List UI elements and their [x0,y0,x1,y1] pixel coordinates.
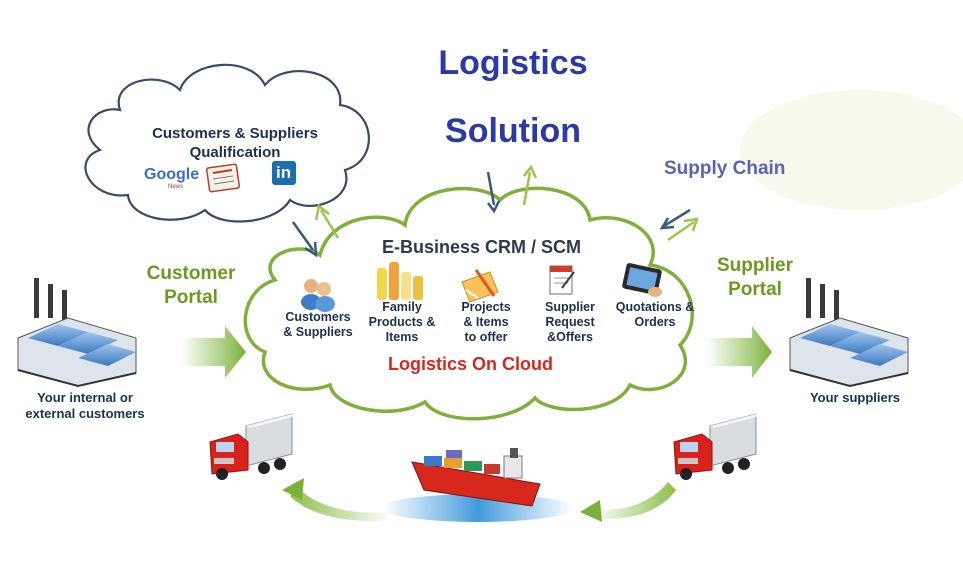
customer-portal-label: Customer Portal [136,262,246,310]
item-line: Products & [368,315,436,329]
customers-suppliers-icon [301,279,335,312]
cloud-item-family-products: Family Products & Items [362,300,442,345]
supplier-request-icon [549,265,575,295]
linkedin-logo-text: in [276,163,292,182]
item-line: & Suppliers [283,325,353,339]
item-line: Orders [634,315,676,329]
item-line: to offer [464,330,508,344]
flow-arrows [291,164,699,258]
family-products-icon [377,262,423,300]
newspaper-icon [205,163,241,193]
projects-icon [461,269,499,303]
truck-right-icon [673,413,760,480]
supplier-portal-line1: Supplier [716,255,793,276]
right-caption: Your suppliers [809,390,901,405]
google-logo-text: Google [144,166,200,183]
return-swoosh-right [580,482,676,522]
item-line: Quotations & [615,300,695,314]
customer-portal-line2: Portal [164,287,218,308]
return-swoosh-left [282,478,392,521]
supplier-portal-arrow [706,326,772,378]
item-line: Projects [461,300,511,314]
customer-factory-icon [17,278,137,388]
truck-left-icon [209,413,296,480]
item-line: Family [382,300,422,314]
google-news-logo-icon [142,163,200,191]
title-line2: Solution [445,112,581,150]
item-line: & Items [463,315,509,329]
cargo-ship-icon [382,448,574,522]
customer-portal-arrow [180,326,246,378]
customer-portal-line1: Customer [146,263,236,284]
item-line: &Offers [547,330,593,344]
item-line: Request [545,315,595,329]
main-cloud [243,186,694,421]
item-line: Supplier [544,300,595,314]
cloud-item-projects: Projects & Items to offer [446,300,526,345]
item-line: Items [385,330,419,344]
cloud-item-customers: Customers & Suppliers [278,310,358,340]
linkedin-icon [272,161,296,185]
item-line: Customers [285,310,351,324]
cloud-item-supplier-request: Supplier Request &Offers [530,300,610,345]
quotations-tablet-icon [622,263,662,297]
left-caption-line2: external customers [25,406,145,421]
left-caption-line1: Your internal or [37,390,133,405]
qualification-title: Customers & Suppliers Qualification [152,125,318,161]
supply-chain-label: Supply Chain [664,158,786,179]
supplier-portal-label: Supplier Portal [700,254,810,302]
left-caption: Your internal or external customers [10,390,160,422]
supplier-factory-icon [789,278,909,388]
news-logo-text: News [168,184,184,190]
logistics-on-cloud-label: Logistics On Cloud [388,354,553,374]
main-cloud-heading: E-Business CRM / SCM [382,237,582,257]
title-line1: Logistics [438,44,588,82]
supplier-portal-line2: Portal [728,279,782,300]
cloud-item-quotations: Quotations & Orders [610,300,700,330]
